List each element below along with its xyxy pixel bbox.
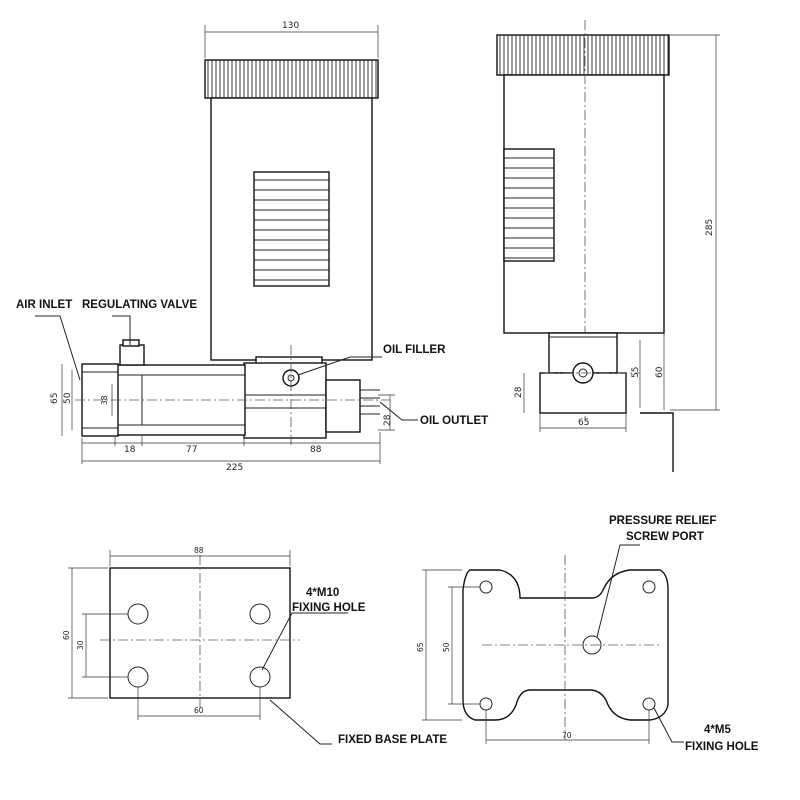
label-m5: 4*M5 [704,724,731,736]
dim-28: 28 [383,414,393,426]
dim-side-55: 55 [631,367,641,378]
dim-flange-50: 50 [442,642,451,652]
dim-side-60: 60 [655,366,665,378]
label-air-inlet: AIR INLET [16,299,72,311]
label-screw-port: SCREW PORT [626,531,704,543]
label-fixed-base-plate: FIXED BASE PLATE [338,734,447,746]
label-pressure-relief: PRESSURE RELIEF [609,515,716,527]
dim-285: 285 [705,219,715,236]
cap-knurling [207,60,377,98]
flange-view: 65 50 70 [416,544,684,744]
dim-base-60w: 60 [194,706,204,715]
outlet-fitting [325,379,361,433]
side-cap-knurling [499,35,669,75]
reservoir-cap [204,59,379,99]
reservoir-body [210,97,373,361]
dim-base-30: 30 [76,640,85,650]
dim-base-60h: 60 [62,630,71,640]
dim-front-width: 130 [282,21,299,31]
label-m10: 4*M10 [306,587,339,599]
label-oil-filler: OIL FILLER [383,344,446,356]
dim-18: 18 [124,445,136,455]
regulating-valve [119,344,145,366]
base-plate-view: 88 60 30 60 [62,546,348,745]
dim-77: 77 [186,445,197,455]
dim-flange-65: 65 [416,642,425,652]
dim-base-88: 88 [194,546,204,555]
dim-65: 65 [50,393,60,404]
dim-side-65: 65 [578,418,589,428]
m10-hole [249,603,271,625]
sight-window-lines [254,179,329,281]
dim-flange-70: 70 [562,731,572,740]
sight-window [253,171,330,287]
dim-side-28: 28 [514,386,524,398]
dim-88: 88 [310,445,322,455]
dim-50: 50 [63,392,73,404]
label-m5-fixing-hole: FIXING HOLE [685,741,759,753]
front-view: 130 225 18 77 88 65 50 38 28 [35,21,418,473]
side-window [503,148,555,262]
side-window-lines [504,157,554,259]
dim-38: 38 [100,395,109,405]
side-view: 285 60 55 28 65 [496,20,720,472]
side-cap [496,34,670,76]
label-m10-fixing-hole: FIXING HOLE [292,602,366,614]
flange-plate [462,569,669,721]
m5-hole [642,580,656,594]
label-oil-outlet: OIL OUTLET [420,415,488,427]
dim-225: 225 [226,463,243,473]
pressure-relief-port [582,635,602,655]
label-regulating-valve: REGULATING VALVE [82,299,197,311]
